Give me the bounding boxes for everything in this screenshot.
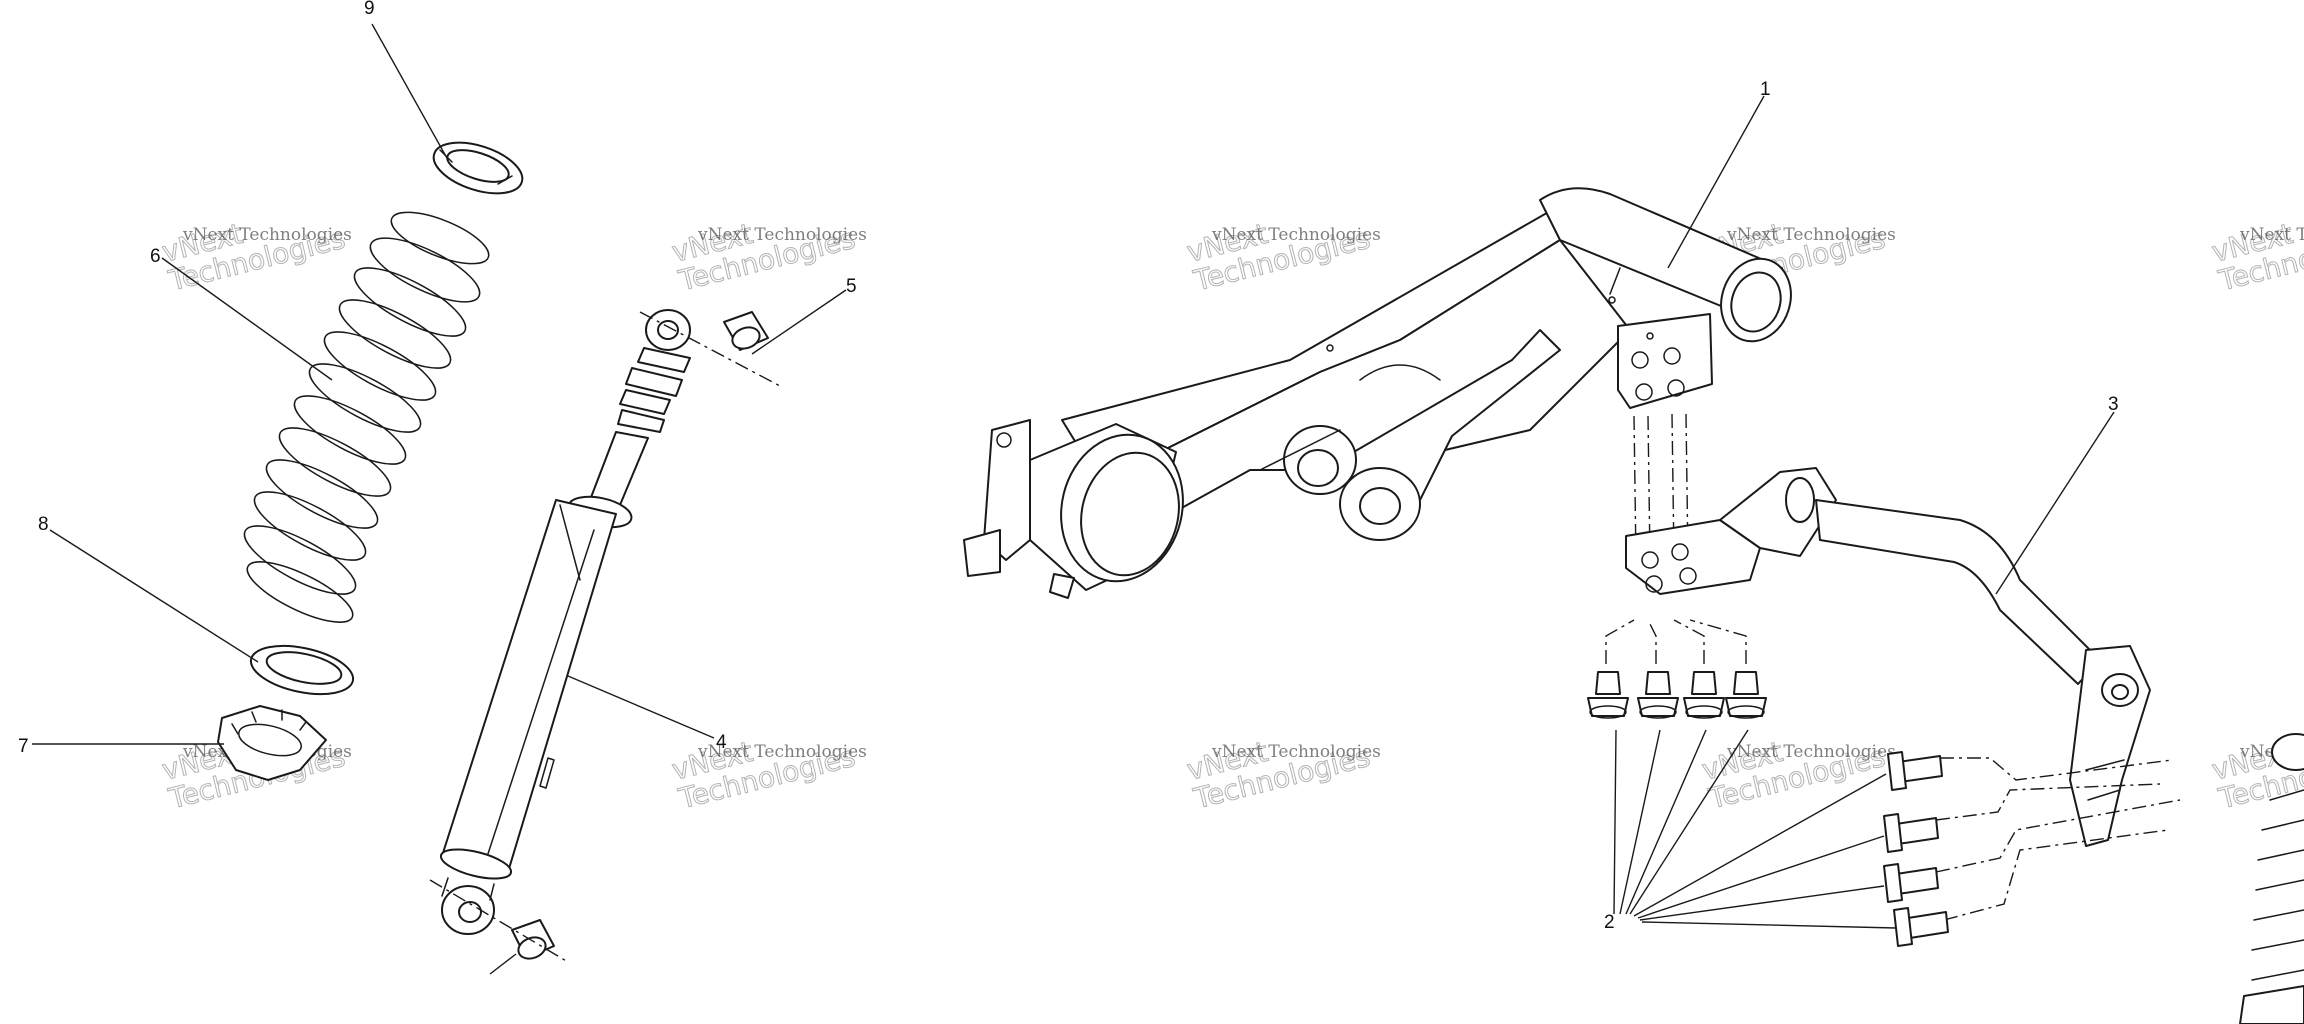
part-partial-shock-right-edge — [2239, 733, 2304, 1024]
leader-6 — [161, 257, 333, 381]
bolt — [1893, 907, 1949, 947]
callout-3: 3 — [2108, 394, 2119, 415]
callout-8: 8 — [38, 514, 49, 535]
part-2-bolts-horizontal — [1883, 751, 1949, 947]
leader-8 — [49, 529, 259, 663]
watermark-small-text: vNext Technologies — [697, 225, 867, 245]
part-1-swing-arm — [963, 187, 1792, 599]
watermark-small-text: vNext Technologies — [1211, 225, 1381, 245]
watermark-large-text: vNextTechnologies — [2208, 193, 2304, 297]
bolt — [1683, 671, 1725, 719]
leader-4 — [567, 675, 715, 739]
watermark-2: vNextTechnologies vNext Technologies — [668, 193, 867, 298]
watermark-8: vNextTechnologies vNext Technologies — [1183, 711, 1381, 816]
watermark-small-text: vNext Technologies — [1726, 225, 1896, 245]
callout-6: 6 — [150, 246, 161, 267]
part-6-coil-spring — [243, 211, 490, 623]
bolt — [1587, 671, 1629, 719]
bolt — [1887, 751, 1943, 791]
watermark-1: vNextTechnologies vNext Technologies — [158, 193, 352, 298]
svg-text:vNextTechnologies: vNextTechnologies — [158, 193, 349, 297]
leader-2a — [1613, 729, 1617, 915]
callout-5: 5 — [846, 276, 857, 297]
watermark-large-text: vNextTechnologies — [668, 193, 859, 297]
leader-2f — [1637, 835, 1885, 919]
watermark-small-text: vNext Technologies — [2239, 225, 2304, 245]
part-2-bolts-vertical — [1587, 619, 1767, 719]
leader-5-bottom — [489, 953, 517, 975]
leader-2h — [1641, 921, 1897, 929]
leader-5 — [751, 289, 847, 355]
watermark-large-text: vNextTechnologies — [1183, 193, 1374, 297]
callout-4: 4 — [716, 732, 727, 753]
watermark-small-text: vNext Technologies — [1726, 742, 1896, 762]
bolt — [1883, 813, 1939, 853]
part-4-shock-absorber — [439, 309, 691, 935]
bolt — [1637, 671, 1679, 719]
part-7-spring-adjuster — [217, 705, 327, 781]
leader-3 — [1995, 411, 2115, 595]
watermark-large-text: vNextTechnologies — [668, 711, 859, 815]
watermark-group: vNextTechnologies vNext Technologies vNe… — [158, 193, 2304, 816]
leader-9 — [371, 23, 449, 161]
leader-2d — [1629, 729, 1749, 915]
leader-2c — [1625, 729, 1707, 915]
watermark-7: vNextTechnologies vNext Technologies — [668, 711, 867, 816]
watermark-5: vNextTechnologies vNext Technologies — [2208, 193, 2304, 298]
leader-2b — [1619, 729, 1661, 915]
leader-2e — [1633, 773, 1887, 917]
part-5-bushing-top — [723, 311, 769, 351]
callout-9: 9 — [364, 0, 375, 19]
watermark-small-text: vNext Technologies — [1211, 742, 1381, 762]
part-8-spring-seat — [249, 644, 355, 696]
leader-2g — [1639, 885, 1885, 921]
callout-1: 1 — [1760, 79, 1771, 100]
callout-2: 2 — [1604, 912, 1615, 933]
bolt — [1725, 671, 1767, 719]
leader-lines — [32, 23, 2115, 975]
watermark-9: vNextTechnologies vNext Technologies — [1698, 734, 1896, 816]
callout-7: 7 — [18, 736, 29, 757]
callout-labels: 1 2 3 4 5 6 7 8 9 — [18, 0, 2119, 933]
part-3-link-bar — [1625, 467, 2151, 847]
leader-1 — [1667, 95, 1765, 269]
watermark-small-text: vNext Technologies — [697, 742, 867, 762]
watermark-large-text: vNextTechnologies — [1183, 711, 1374, 815]
assembly-lines-end-bracket — [1935, 757, 2181, 921]
watermark-3: vNextTechnologies vNext Technologies — [1183, 193, 1381, 298]
part-9-retainer-clip — [432, 141, 524, 195]
bolt — [1883, 863, 1939, 903]
watermark-small-text: vNext Technologies — [182, 225, 352, 245]
part-5-bushing-bottom — [511, 919, 555, 960]
